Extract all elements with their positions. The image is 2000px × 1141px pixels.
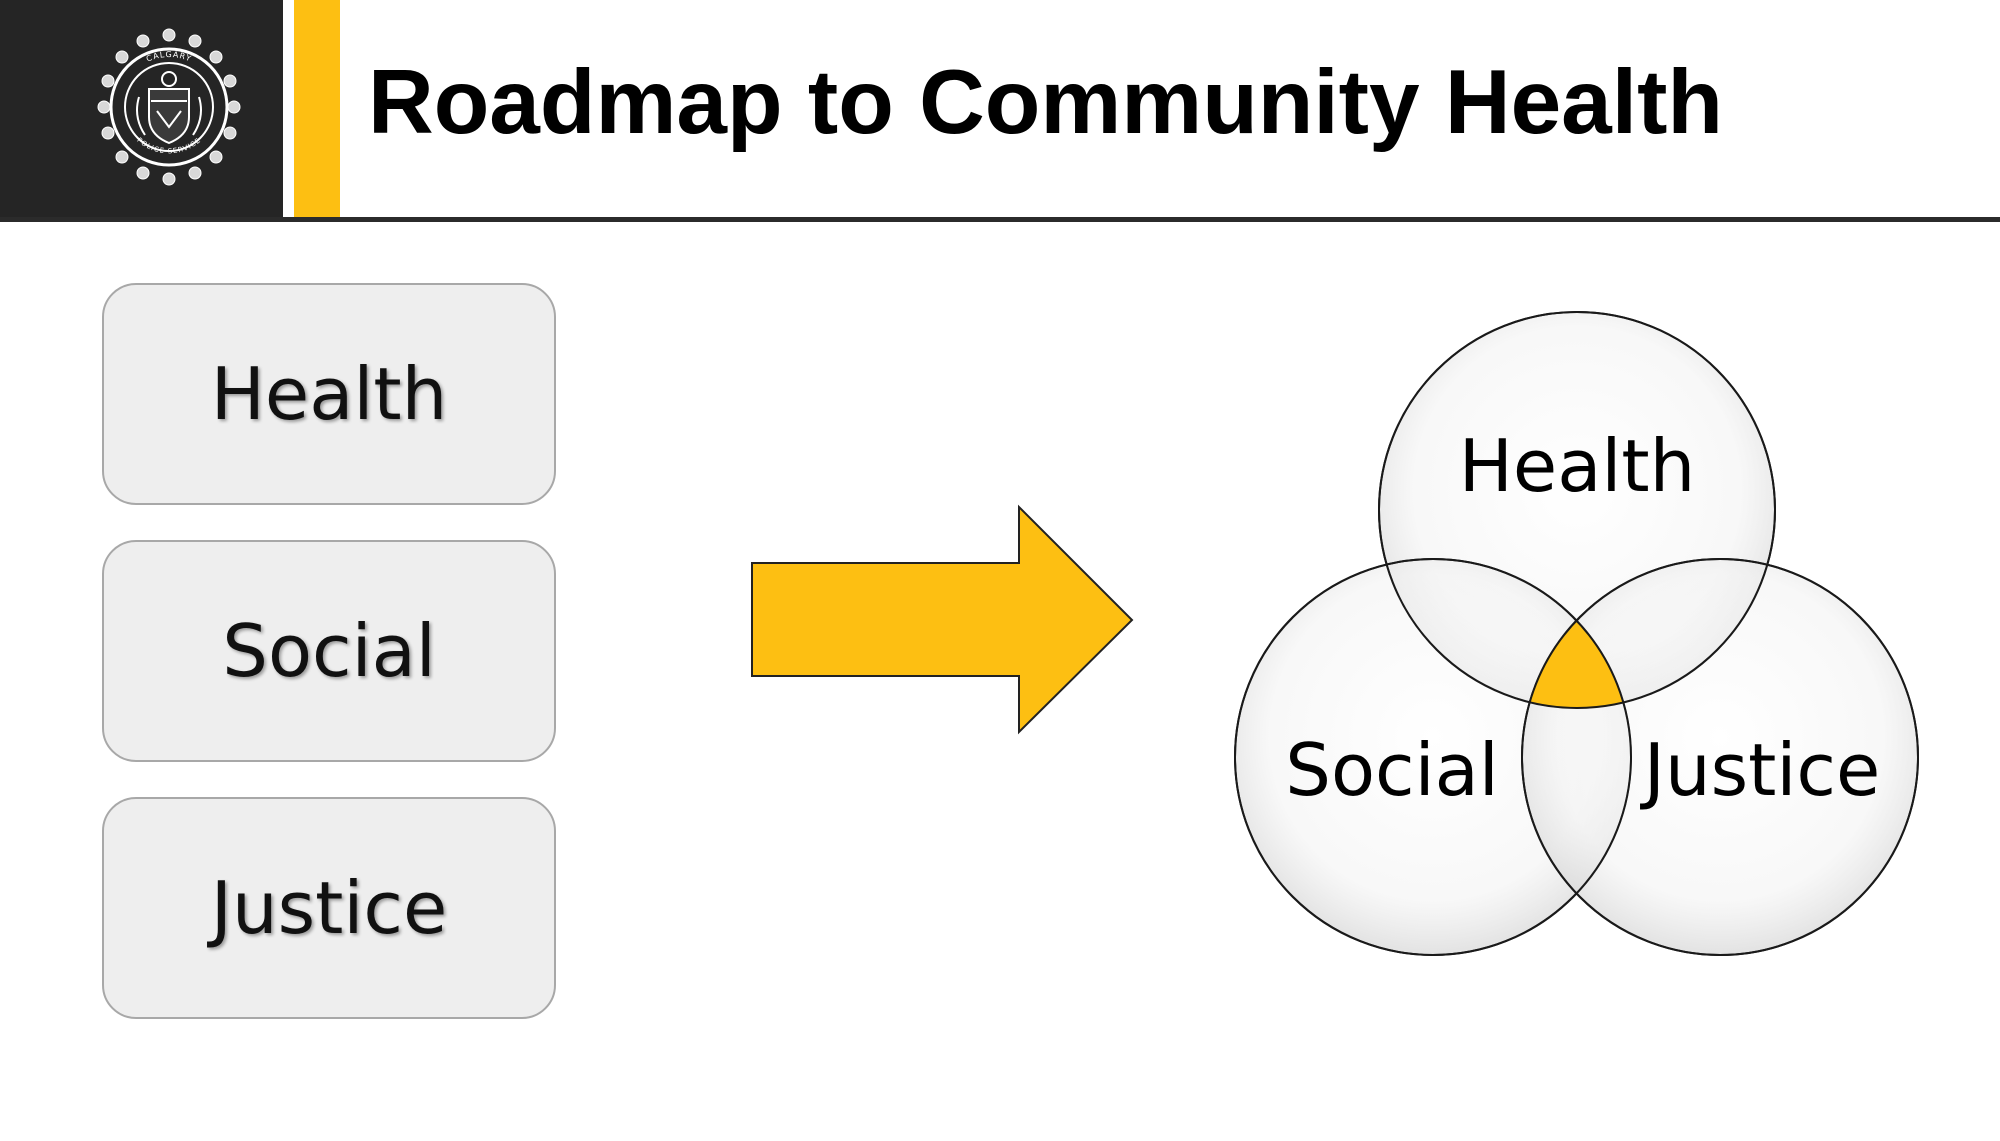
venn-circles [1234,311,1919,956]
health-box: Health [102,283,556,505]
right-arrow-icon [751,504,1134,735]
calgary-police-crest-icon: CALGARY POLICE SERVICE [97,28,241,186]
social-box: Social [102,540,556,762]
venn-diagram: Health Social Justice [1234,311,1919,956]
logo-panel: CALGARY POLICE SERVICE [0,0,283,220]
venn-label-justice: Justice [1640,728,1881,812]
justice-box: Justice [102,797,556,1019]
accent-bar [294,0,340,218]
page-title: Roadmap to Community Health [368,52,1723,153]
header-divider [0,217,2000,222]
svg-text:CALGARY: CALGARY [145,50,193,64]
venn-label-social: Social [1285,728,1498,812]
venn-label-health: Health [1459,424,1695,508]
logo-text-top: CALGARY [145,50,192,64]
